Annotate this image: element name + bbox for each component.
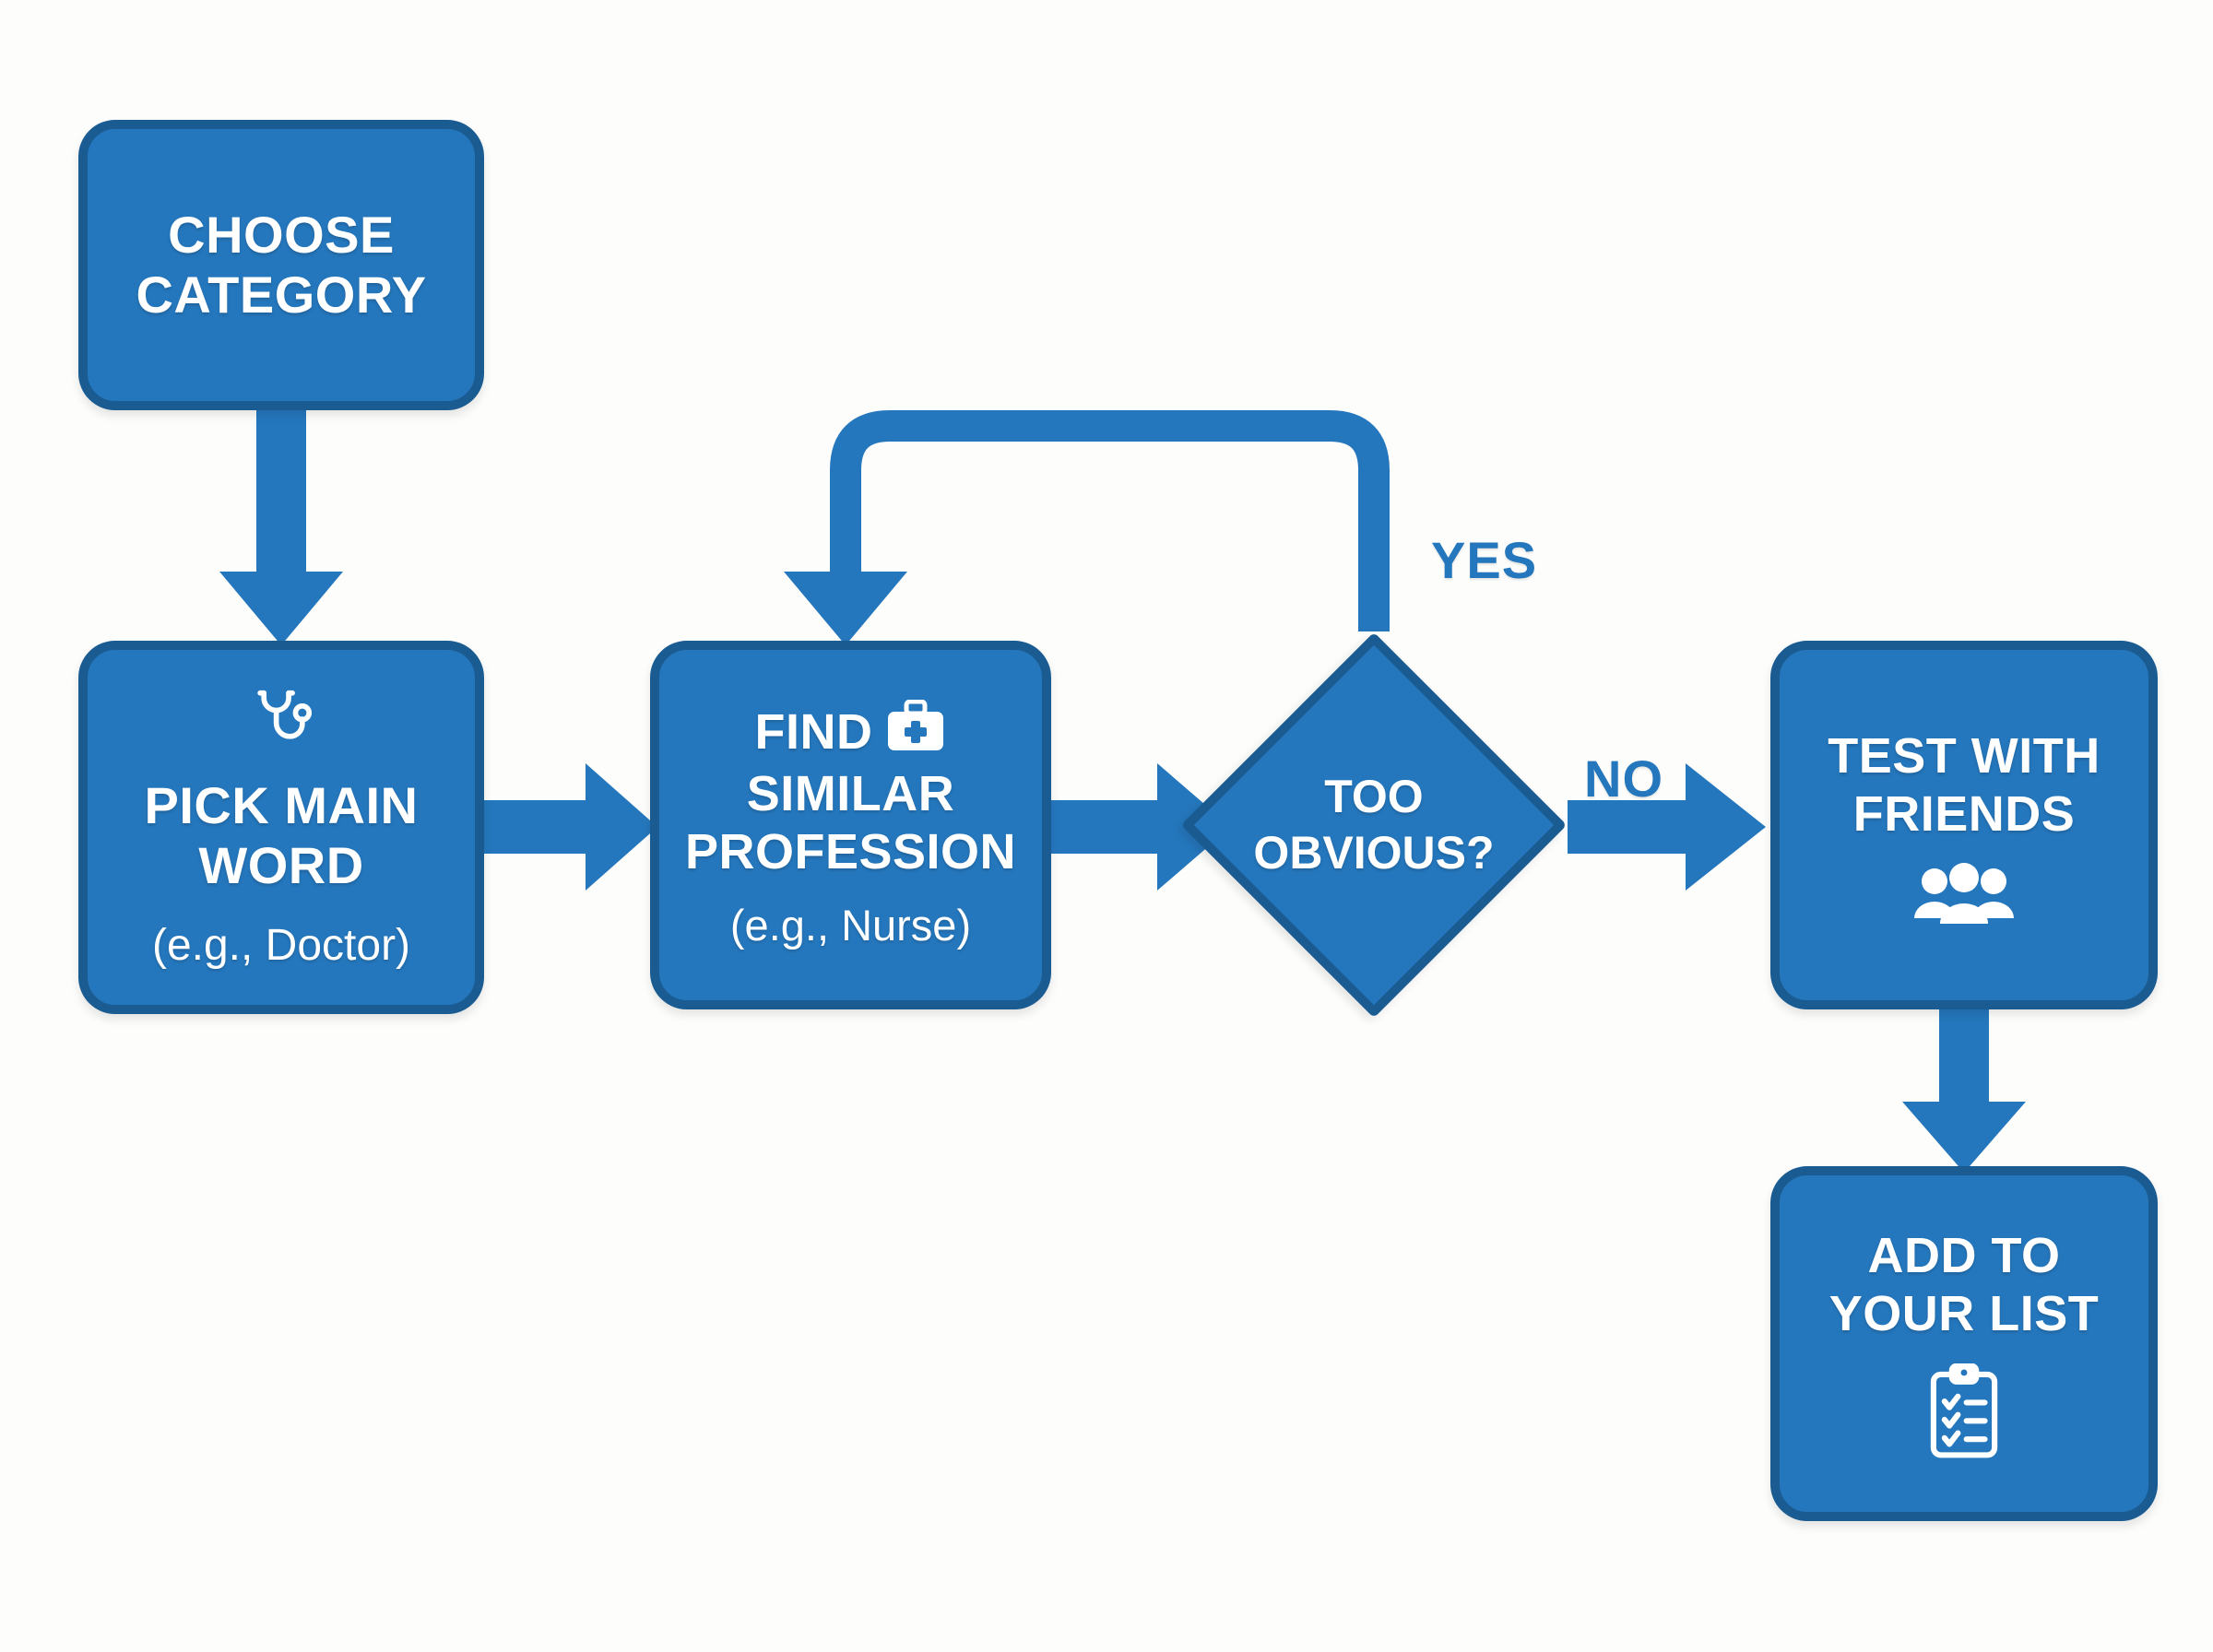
node-choose-category-title: CHOOSE CATEGORY (136, 206, 426, 325)
node-add-to-your-list[interactable]: ADD TO YOUR LIST (1770, 1166, 2158, 1521)
node-find-similar-first-line: FIND (685, 699, 1016, 766)
node-choose-category-line2: CATEGORY (136, 265, 427, 324)
edge-too-obvious-no-to-test-with-friends (1568, 763, 1766, 891)
node-test-with-friends-line1: TEST WITH (1828, 727, 2101, 784)
node-find-similar-profession-title: FIND SIMILAR PROFESSION (684, 699, 1017, 881)
node-add-to-your-list-line2: YOUR LIST (1828, 1286, 2100, 1341)
edge-choose-category-to-pick-main-word (219, 410, 343, 645)
node-find-similar-line1: FIND (754, 704, 873, 761)
medical-bag-icon (885, 699, 946, 766)
node-pick-main-word-line2: WORD (198, 836, 364, 895)
node-test-with-friends[interactable]: TEST WITH FRIENDS (1770, 641, 2158, 1009)
node-too-obvious[interactable]: TOO OBVIOUS? (1180, 631, 1568, 1019)
edge-pick-main-word-to-find-similar (484, 763, 657, 891)
node-pick-main-word-title: PICK MAIN WORD (145, 776, 419, 896)
node-pick-main-word-subtitle: (e.g., Doctor) (151, 921, 411, 971)
node-test-with-friends-line2: FRIENDS (1852, 785, 2076, 842)
stethoscope-icon (242, 683, 321, 767)
node-choose-category[interactable]: CHOOSE CATEGORY (78, 120, 484, 410)
node-pick-main-word-line1: PICK MAIN (144, 776, 419, 835)
edge-test-with-friends-to-add-to-list (1902, 1009, 2026, 1173)
node-find-similar-profession-subtitle: (e.g., Nurse) (729, 901, 972, 950)
node-find-similar-profession[interactable]: FIND SIMILAR PROFESSION (e.g., Nurse) (650, 641, 1051, 1009)
node-add-to-your-list-title: ADD TO YOUR LIST (1829, 1227, 2100, 1342)
node-find-similar-line2: SIMILAR (746, 766, 955, 822)
clipboard-checklist-icon (1924, 1363, 2004, 1466)
people-group-icon (1912, 861, 2016, 932)
edge-too-obvious-yes-loop-to-find-similar (784, 410, 1390, 645)
edge-label-yes: YES (1431, 531, 1538, 589)
edge-label-no: NO (1584, 749, 1663, 808)
node-pick-main-word[interactable]: PICK MAIN WORD (e.g., Doctor) (78, 641, 484, 1014)
node-choose-category-line1: CHOOSE (168, 205, 395, 264)
node-find-similar-line3: PROFESSION (684, 823, 1017, 879)
node-add-to-your-list-line1: ADD TO (1867, 1228, 2061, 1284)
node-too-obvious-line1: TOO (1324, 771, 1424, 822)
node-too-obvious-title: TOO OBVIOUS? (1180, 631, 1568, 1019)
node-too-obvious-line2: OBVIOUS? (1253, 827, 1495, 879)
edge-find-similar-to-too-obvious (1051, 763, 1231, 891)
node-test-with-friends-title: TEST WITH FRIENDS (1828, 727, 2100, 843)
